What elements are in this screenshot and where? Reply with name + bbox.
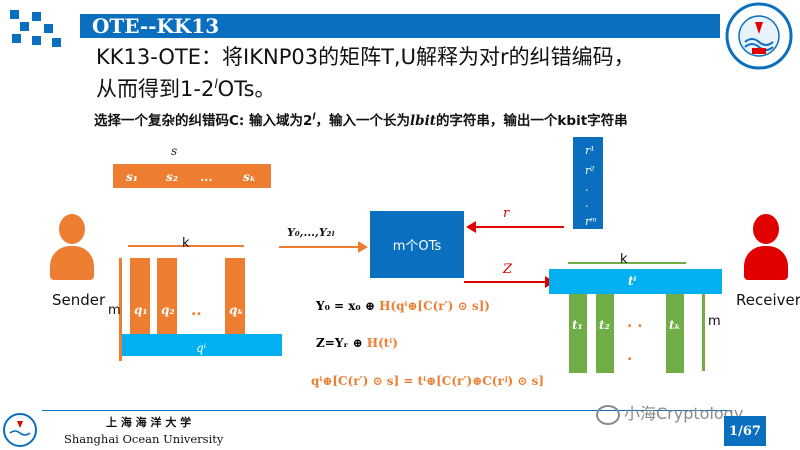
- t-ellipsis: .: [627, 348, 633, 364]
- t-column: [569, 272, 587, 373]
- t-column-label: tₖ: [669, 318, 681, 332]
- desc-lbit: lbit: [410, 113, 436, 129]
- subtitle-sup: l: [214, 77, 218, 91]
- m-dimension-line: [702, 294, 705, 371]
- receiver-person-icon: [744, 214, 788, 284]
- sender-person-icon: [50, 214, 94, 284]
- footer-university-en: Shanghai Ocean University: [64, 432, 224, 446]
- subtitle-line-2: 从而得到1-2lOTs。: [96, 71, 696, 103]
- s-vector-bar: [113, 164, 271, 188]
- q-column-label: q₂: [161, 303, 175, 317]
- t-row-bar: [549, 269, 722, 294]
- q-column: [130, 258, 150, 356]
- wechat-icon: [596, 404, 620, 425]
- r-item: r¹: [585, 144, 595, 157]
- m-label: m: [708, 314, 721, 329]
- t-column: [666, 272, 684, 373]
- s-item: ...: [200, 170, 213, 184]
- q-column: [157, 258, 177, 356]
- formula-z: Z=Yᵣ ⊕ H(tⁱ): [316, 336, 398, 350]
- receiver-label: Receiver: [736, 291, 800, 309]
- r-arrow: [474, 226, 564, 228]
- t-column-label: t₁: [572, 318, 583, 332]
- arrow-head-icon: [466, 221, 476, 233]
- t-column-label: t₂: [599, 318, 610, 332]
- formula-text: H(tⁱ): [366, 336, 398, 350]
- formula-y0: Y₀ = x₀ ⊕ H(qⁱ⊕[C(r′) ⊙ s]): [316, 299, 490, 313]
- q-column-label: q₁: [134, 303, 148, 317]
- r-arrow-label: r: [503, 206, 510, 221]
- watermark-text: 小海Cryptology: [624, 404, 744, 423]
- decor-square: [20, 22, 29, 31]
- decor-square: [44, 24, 53, 33]
- footer-divider: [42, 410, 732, 411]
- formula-equality: qⁱ⊕[C(r′) ⊙ s] = tⁱ⊕[C(r′)⊕C(rʲ) ⊙ s]: [311, 374, 545, 388]
- page-number: 1/67: [724, 416, 766, 446]
- t-ellipsis: . .: [627, 315, 643, 331]
- r-column: [573, 137, 603, 229]
- s-item: s₂: [166, 170, 179, 184]
- subtitle-text: 从而得到1-2: [96, 77, 215, 101]
- decor-square: [32, 36, 41, 45]
- r-item: ·: [585, 184, 589, 197]
- s-item: sₖ: [243, 170, 257, 184]
- watermark: 小海Cryptology: [596, 400, 743, 425]
- footer-university-cn: 上 海 海 洋 大 学: [106, 416, 192, 429]
- subtitle-text: OTs。: [217, 77, 276, 101]
- k-dimension-line: [128, 245, 244, 247]
- m-label: m: [108, 303, 121, 318]
- desc-text: 的字符串，输出一个kbit字符串: [435, 113, 628, 129]
- slide-title: OTE--KK13: [92, 14, 220, 38]
- description: 选择一个复杂的纠错码C: 输入域为2l，输入一个长为lbit的字符串，输出一个k…: [94, 109, 628, 130]
- decor-square: [32, 12, 41, 21]
- footer-logo: [3, 413, 37, 447]
- sender-label: Sender: [52, 291, 106, 309]
- k-label: k: [182, 236, 190, 251]
- university-logo: [725, 2, 793, 70]
- z-arrow: [464, 281, 548, 283]
- y-arrow: [279, 246, 361, 248]
- r-item: rᵐ: [585, 215, 598, 228]
- desc-text: 选择一个复杂的纠错码C: 输入域为2: [94, 113, 313, 129]
- r-item: r²: [585, 164, 595, 177]
- z-arrow-label: Z: [503, 262, 513, 277]
- k-label: k: [620, 252, 628, 267]
- q-row-bar: [122, 334, 282, 356]
- formula-text: Z=Yᵣ ⊕: [316, 336, 367, 350]
- arrow-head-icon: [358, 241, 368, 253]
- subtitle-line-1: KK13-OTE：将IKNP03的矩阵T,U解释为对r的纠错编码，: [96, 45, 635, 69]
- decor-square: [10, 10, 19, 19]
- formula-text: Y₀ = x₀ ⊕: [316, 299, 380, 313]
- r-item: ·: [585, 200, 589, 213]
- q-column-label: qₖ: [229, 303, 244, 317]
- desc-text: ，输入一个长为: [315, 113, 411, 129]
- decor-square: [12, 34, 21, 43]
- decor-square: [52, 38, 61, 47]
- formula-text: H(qⁱ⊕[C(r′) ⊙ s]): [379, 299, 490, 313]
- subtitle: KK13-OTE：将IKNP03的矩阵T,U解释为对r的纠错编码， 从而得到1-…: [96, 44, 696, 103]
- q-ellipsis: ..: [191, 303, 202, 319]
- title-bar: [80, 14, 720, 38]
- desc-sup: l: [312, 112, 316, 123]
- q-column: [225, 258, 245, 356]
- t-column: [596, 272, 614, 373]
- t-row-label: tⁱ: [628, 274, 637, 288]
- m-dimension-line: [119, 258, 122, 361]
- k-dimension-line: [568, 262, 686, 264]
- s-label: s: [171, 144, 178, 158]
- q-row-label: qⁱ: [196, 341, 207, 355]
- y-arrow-label: Y₀,...,Y₂ₗ: [287, 226, 335, 239]
- ot-box: m个OTs: [370, 211, 464, 278]
- s-item: s₁: [126, 170, 139, 184]
